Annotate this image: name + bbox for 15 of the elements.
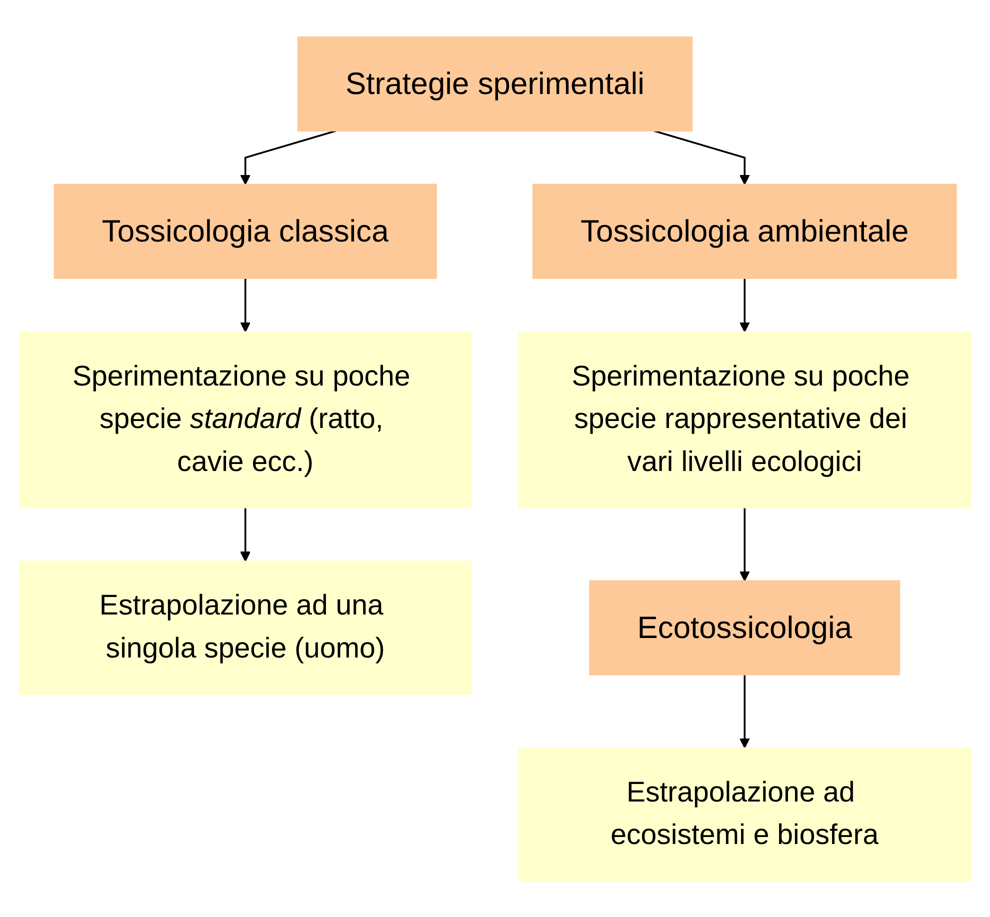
node-box: Sperimentazione su poche specie standard (ratto, cavie ecc.) [18,330,472,508]
node-box: Ecotossicologia [589,580,900,675]
node-box: Tossicologia classica [54,183,437,278]
arrow [240,130,336,184]
arrow [739,674,750,748]
arrow [739,278,750,332]
arrow [240,507,251,562]
node-box: Sperimentazione su poche specie rappresentative dei vari livelli ecologici [518,330,972,508]
arrow [654,130,750,184]
arrow [739,507,750,581]
node-box: Estrapolazione ad una singola specie (uomo) [18,560,472,694]
arrow [240,278,251,332]
node-box: Tossicologia ambientale [532,183,957,278]
node-box: Strategie sperimentali [297,36,693,131]
node-box: Estrapolazione ad ecosistemi e biosfera [518,746,972,882]
